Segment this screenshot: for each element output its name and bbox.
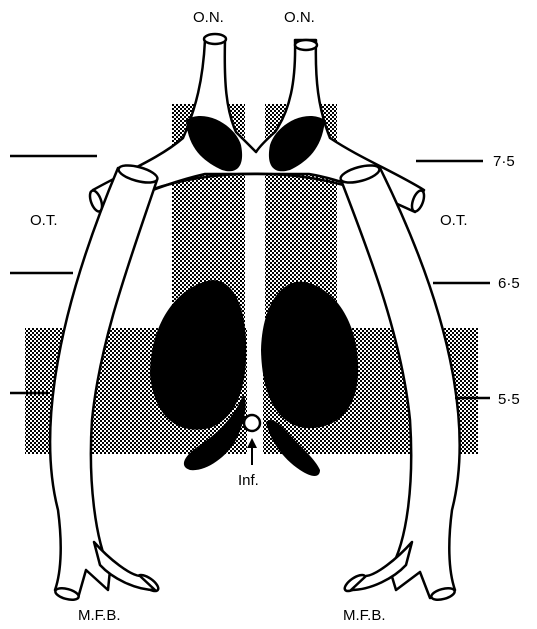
median-strip (247, 150, 263, 454)
level-label-bottom: 5·5 (498, 391, 520, 408)
label-optic-nerve-left: O.N. (193, 9, 224, 26)
label-optic-tract-right: O.T. (440, 212, 468, 229)
nucleus-large-right (261, 282, 358, 429)
level-label-top: 7·5 (493, 153, 515, 170)
label-infundibulum: Inf. (238, 472, 259, 489)
label-optic-tract-left: O.T. (30, 212, 58, 229)
optic-nerve-right-end (295, 40, 317, 50)
level-label-middle: 6·5 (498, 275, 520, 292)
label-mfb-left: M.F.B. (78, 607, 121, 624)
infundibulum-circle (244, 415, 260, 431)
nucleus-large-left (150, 280, 246, 430)
optic-nerve-left-end (204, 34, 226, 44)
label-optic-nerve-right: O.N. (284, 9, 315, 26)
label-mfb-right: M.F.B. (343, 607, 386, 624)
